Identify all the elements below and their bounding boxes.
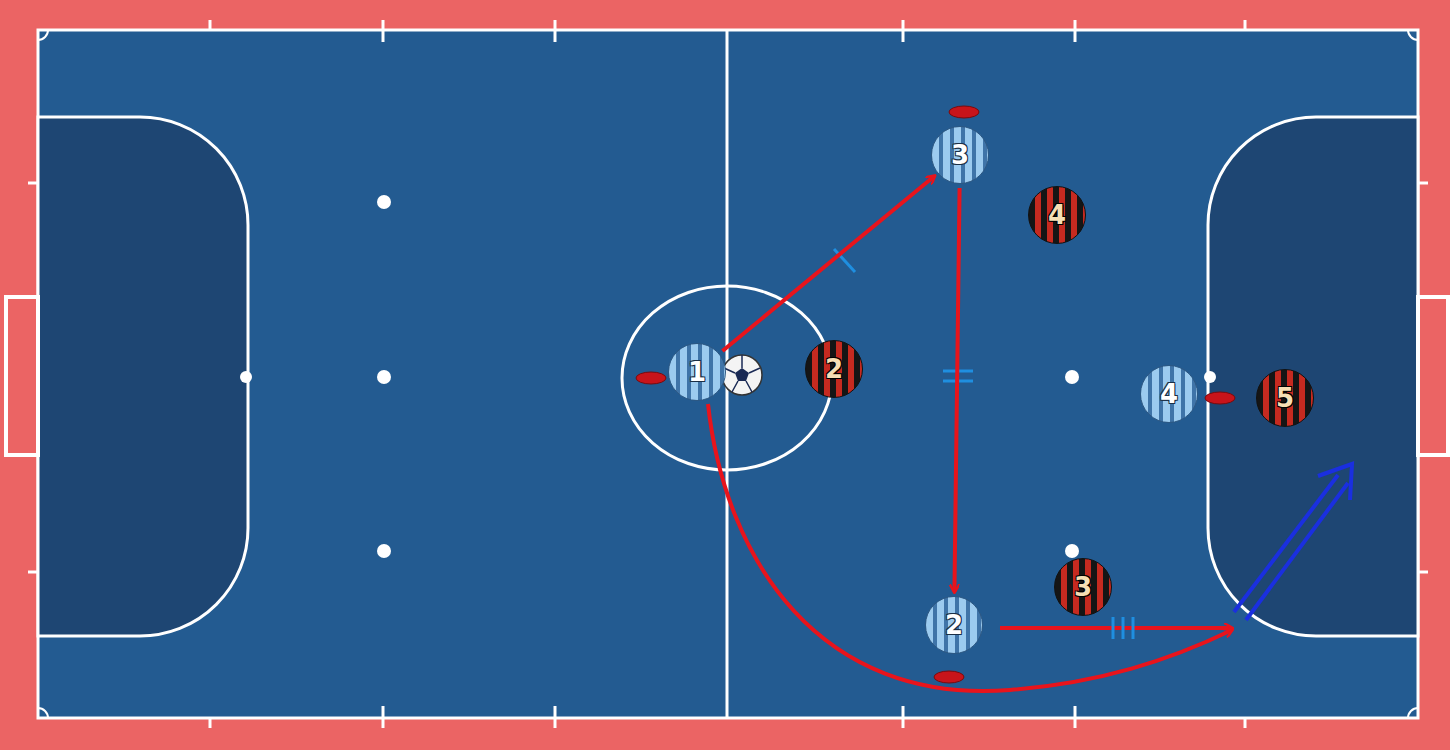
player-number: 2	[945, 612, 963, 638]
blue-player: 3	[931, 126, 989, 184]
pass-arrow	[954, 188, 959, 592]
player-number: 3	[951, 142, 969, 168]
blue-player: 1	[668, 343, 726, 401]
blue-player: 4	[1140, 365, 1198, 423]
player-number: 1	[688, 359, 706, 385]
red-player: 2	[805, 340, 863, 398]
red-player: 4	[1028, 186, 1086, 244]
player-number: 4	[1048, 202, 1066, 228]
red-player: 5	[1256, 369, 1314, 427]
player-number: 4	[1160, 381, 1178, 407]
player-number: 2	[825, 356, 843, 382]
red-player: 3	[1054, 558, 1112, 616]
pass-arrow	[722, 176, 934, 351]
player-number: 5	[1276, 385, 1294, 411]
blue-player: 2	[925, 596, 983, 654]
player-number: 3	[1074, 574, 1092, 600]
